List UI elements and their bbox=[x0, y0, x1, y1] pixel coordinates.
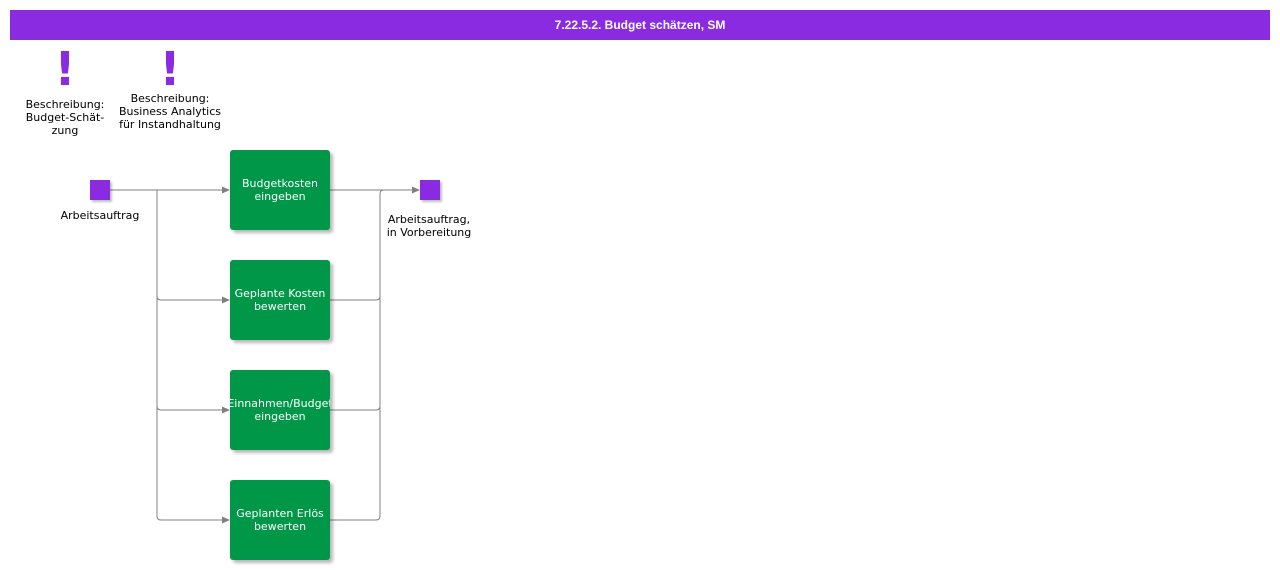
start-event-label: Arbeitsauftrag bbox=[60, 209, 140, 222]
join-connector bbox=[330, 189, 385, 521]
function-label: Geplanten Erlös bewerten bbox=[236, 507, 324, 533]
function-geplante-kosten-bewerten[interactable]: Geplante Kosten bewerten bbox=[230, 260, 330, 340]
connector-from-function-2 bbox=[330, 295, 381, 301]
diagram-title-bar: 7.22.5.2. Budget schätzen, SM bbox=[10, 10, 1270, 40]
function-budgetkosten-eingeben[interactable]: Budgetkosten eingeben bbox=[230, 150, 330, 230]
exclamation-icon: ! bbox=[54, 42, 76, 96]
exclamation-icon: ! bbox=[159, 42, 181, 96]
function-einnahmen-budget-eingeben[interactable]: Einnahmen/Budget eingeben bbox=[230, 370, 330, 450]
connector-from-function-3 bbox=[330, 405, 381, 411]
function-label: Geplante Kosten bewerten bbox=[234, 287, 326, 313]
connector-to-function-2 bbox=[156, 295, 230, 304]
connector-to-function-3 bbox=[156, 405, 230, 414]
split-connector bbox=[110, 189, 162, 521]
function-label: Budgetkosten eingeben bbox=[241, 177, 319, 203]
end-event-label: Arbeitsauftrag, in Vorbereitung bbox=[386, 213, 472, 239]
end-event[interactable] bbox=[420, 180, 440, 200]
note-budget-schaetzung[interactable]: Beschreibung: Budget-Schät- zung bbox=[25, 98, 105, 137]
start-event[interactable] bbox=[90, 180, 110, 200]
note-business-analytics[interactable]: Beschreibung: Business Analytics für Ins… bbox=[119, 92, 221, 131]
function-geplanten-erloes-bewerten[interactable]: Geplanten Erlös bewerten bbox=[230, 480, 330, 560]
function-label: Einnahmen/Budget eingeben bbox=[230, 397, 330, 423]
diagram-title: 7.22.5.2. Budget schätzen, SM bbox=[554, 18, 726, 32]
